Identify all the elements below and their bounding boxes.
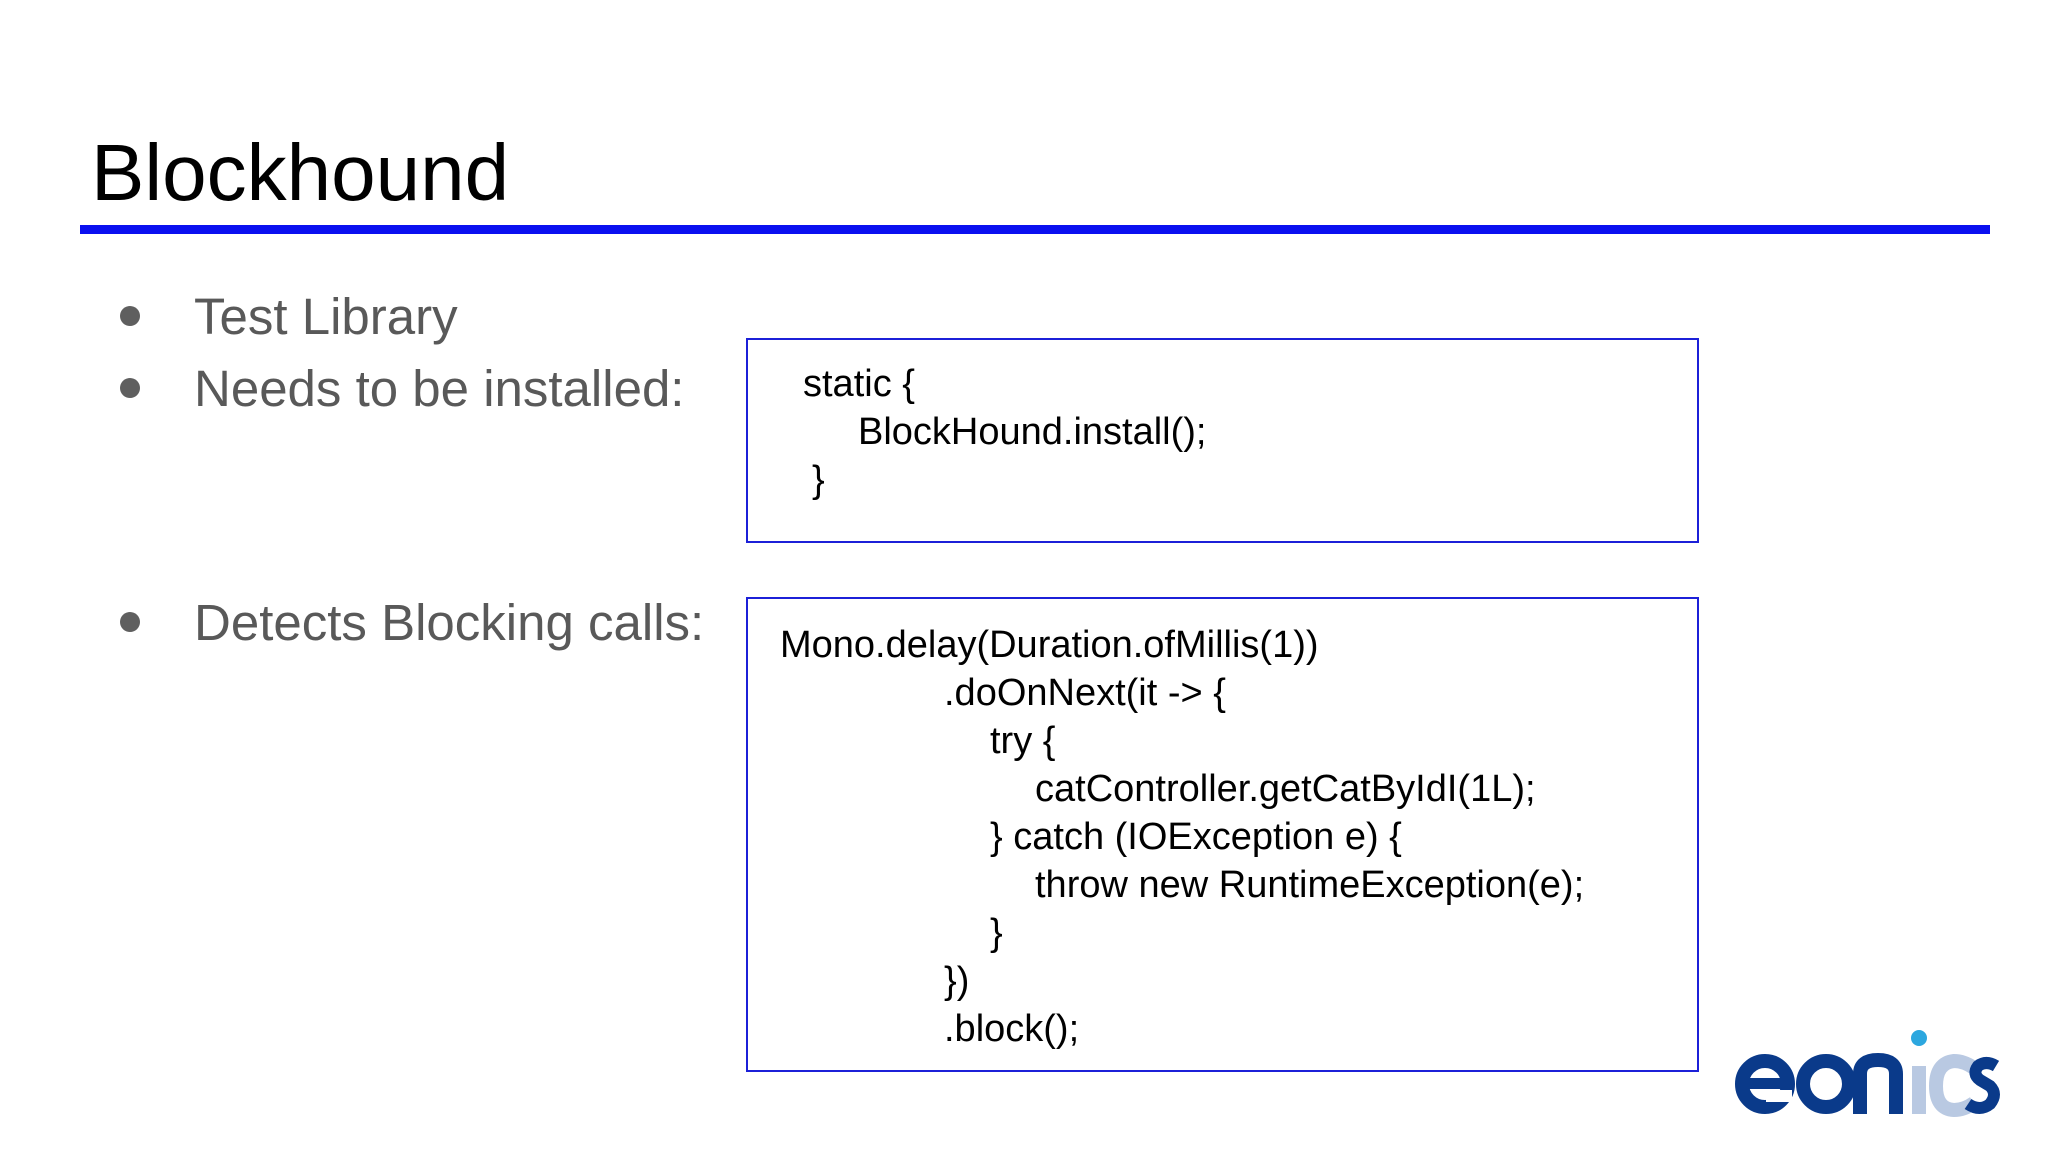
bullet-dot-icon bbox=[120, 306, 140, 326]
install-code-box: static { BlockHound.install(); } bbox=[746, 338, 1699, 543]
bullet-item-detects-blocking: Detects Blocking calls: bbox=[120, 590, 704, 654]
code-line: }) bbox=[944, 960, 970, 1002]
logo-letter-o bbox=[1796, 1054, 1856, 1114]
logo-letter-s bbox=[1964, 1057, 2000, 1114]
code-line: static { bbox=[803, 363, 915, 405]
bullet-text: Test Library bbox=[194, 287, 458, 345]
logo-dot bbox=[1911, 1030, 1927, 1046]
logo-letter-c bbox=[1928, 1053, 1979, 1118]
title-divider bbox=[80, 225, 1990, 234]
code-line: } catch (IOException e) { bbox=[990, 816, 1402, 858]
blocking-code-box: Mono.delay(Duration.ofMillis(1)) .doOnNe… bbox=[746, 597, 1699, 1072]
code-line: throw new RuntimeException(e); bbox=[1035, 864, 1585, 906]
code-line: } bbox=[812, 459, 825, 501]
code-line: try { bbox=[990, 720, 1056, 762]
logo-letter-e-bar bbox=[1742, 1078, 1782, 1089]
code-line: catController.getCatByIdI(1L); bbox=[1035, 768, 1536, 810]
bullet-dot-icon bbox=[120, 378, 140, 398]
logo-letter-e-gap bbox=[1766, 1090, 1792, 1102]
bullet-item-needs-install: Needs to be installed: bbox=[120, 356, 684, 420]
code-line: Mono.delay(Duration.ofMillis(1)) bbox=[780, 624, 1319, 666]
bullet-item-test-library: Test Library bbox=[120, 284, 458, 348]
slide-title: Blockhound bbox=[91, 128, 510, 217]
bullet-text: Detects Blocking calls: bbox=[194, 593, 705, 651]
bullet-dot-icon bbox=[120, 612, 140, 632]
eonics-logo bbox=[1735, 1030, 2000, 1118]
logo-letter-n bbox=[1853, 1052, 1903, 1114]
code-line: .block(); bbox=[944, 1008, 1080, 1050]
code-line: .doOnNext(it -> { bbox=[944, 672, 1226, 714]
logo-letter-i bbox=[1912, 1066, 1926, 1114]
code-line: BlockHound.install(); bbox=[858, 411, 1207, 453]
code-line: } bbox=[990, 912, 1003, 954]
bullet-text: Needs to be installed: bbox=[194, 359, 685, 417]
